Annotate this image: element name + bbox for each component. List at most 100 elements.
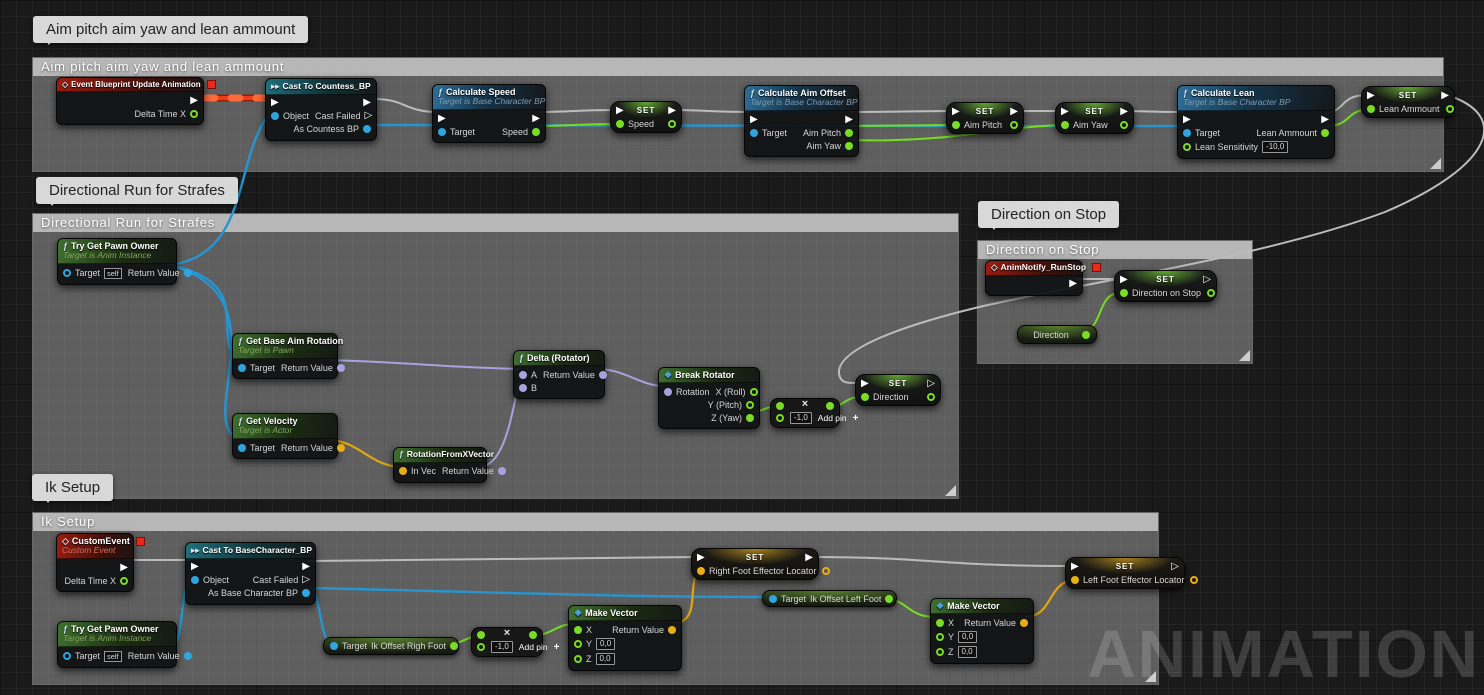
comment-title-ik[interactable]: Ik Setup <box>33 513 1158 531</box>
exec-out-pin[interactable]: ▶ <box>302 561 310 573</box>
return-value-pin[interactable] <box>598 370 607 379</box>
exec-out-pin[interactable]: ▷ <box>927 377 935 389</box>
exec-out-pin[interactable]: ▷ <box>1171 560 1179 572</box>
input-b-pin[interactable] <box>776 414 784 422</box>
multiply-value[interactable]: -1,0 <box>790 412 812 424</box>
lean-ammount-out-pin[interactable] <box>1321 128 1329 137</box>
speed-pin[interactable] <box>616 119 624 128</box>
node-set-right-foot-effector-locator[interactable]: ▶SET▶ Right Foot Effector Locator <box>691 548 831 580</box>
self-box[interactable]: self <box>104 650 122 662</box>
output-pin[interactable] <box>1207 288 1216 297</box>
exec-out-pin[interactable]: ▷ <box>1203 273 1211 285</box>
x-roll-pin[interactable] <box>749 387 758 396</box>
exec-in-pin[interactable]: ▶ <box>952 105 960 117</box>
exec-out-pin[interactable]: ▶ <box>1069 278 1077 290</box>
target-pin[interactable] <box>750 128 758 137</box>
as-countess-bp-pin[interactable] <box>363 125 371 134</box>
y-pitch-pin[interactable] <box>746 400 754 409</box>
target-pin[interactable] <box>438 127 446 136</box>
target-pin[interactable] <box>1183 128 1191 137</box>
node-animnotify-runstop[interactable]: ◇AnimNotify_RunStop ▶ <box>985 260 1102 296</box>
comment-box-stop[interactable]: Direction on Stop <box>977 240 1253 364</box>
exec-out-pin[interactable]: ▶ <box>532 112 540 124</box>
output-pin[interactable] <box>529 631 537 639</box>
node-set-direction-on-stop[interactable]: ▶SET▷ Direction on Stop <box>1114 270 1217 302</box>
exec-out-pin[interactable]: ▶ <box>805 551 813 563</box>
output-pin[interactable] <box>927 392 935 401</box>
direction-out-pin[interactable] <box>1081 330 1090 339</box>
target-pin[interactable] <box>238 363 246 372</box>
multiply-value[interactable]: -1,0 <box>491 641 513 653</box>
add-pin-label[interactable]: Add pin <box>817 413 847 423</box>
comment-title-run[interactable]: Directional Run for Strafes <box>33 214 958 232</box>
return-value-pin[interactable] <box>1020 618 1028 627</box>
add-pin-icon[interactable]: + <box>852 412 859 424</box>
speed-out-pin[interactable] <box>532 127 540 136</box>
rotation-pin[interactable] <box>664 387 672 396</box>
aim-pitch-out-pin[interactable] <box>845 128 853 137</box>
return-value-pin[interactable] <box>336 363 345 372</box>
output-pin[interactable] <box>1190 575 1199 584</box>
exec-in-pin[interactable]: ▶ <box>616 104 624 116</box>
add-pin-label[interactable]: Add pin <box>518 642 548 652</box>
z-yaw-pin[interactable] <box>746 413 754 422</box>
z-pin[interactable] <box>574 654 582 663</box>
object-pin[interactable] <box>191 576 199 585</box>
return-value-pin[interactable] <box>497 467 506 476</box>
return-value-pin[interactable] <box>668 625 676 634</box>
return-value-pin[interactable] <box>336 443 345 452</box>
node-set-speed[interactable]: ▶SET▶ Speed <box>610 101 682 133</box>
object-pin[interactable] <box>271 112 279 121</box>
a-pin[interactable] <box>519 370 527 379</box>
direction-on-stop-pin[interactable] <box>1120 288 1128 297</box>
exec-in-pin[interactable]: ▶ <box>1120 273 1128 285</box>
in-vec-pin[interactable] <box>399 467 407 476</box>
lean-sensitivity-value[interactable]: -10,0 <box>1262 140 1289 153</box>
node-custom-event[interactable]: ◇CustomEvent Custom Event ▶ Delta Time X <box>56 533 145 593</box>
exec-in-pin[interactable]: ▶ <box>1367 89 1375 101</box>
self-box[interactable]: self <box>104 267 122 279</box>
target-pin[interactable] <box>63 652 71 661</box>
aim-pitch-pin[interactable] <box>952 120 960 129</box>
exec-out-pin[interactable]: ▶ <box>120 561 128 573</box>
delta-time-pin[interactable] <box>190 109 198 118</box>
z-pin[interactable] <box>936 647 944 656</box>
right-foot-effector-locator-pin[interactable] <box>697 566 705 575</box>
comment-title-stop[interactable]: Direction on Stop <box>978 241 1252 259</box>
z-value[interactable]: 0,0 <box>957 645 977 658</box>
y-value[interactable]: 0,0 <box>596 637 616 650</box>
z-value[interactable]: 0,0 <box>595 652 615 665</box>
output-pin[interactable] <box>1010 120 1018 129</box>
return-value-pin[interactable] <box>183 269 192 278</box>
node-get-direction[interactable]: Direction <box>1017 325 1097 344</box>
exec-in-pin[interactable]: ▶ <box>271 97 279 109</box>
exec-out-pin[interactable]: ▶ <box>363 97 371 109</box>
exec-in-pin[interactable]: ▶ <box>438 112 446 124</box>
value-out-pin[interactable] <box>885 594 894 603</box>
comment-title-aim[interactable]: Aim pitch aim yaw and lean ammount <box>33 58 1443 76</box>
exec-out-pin[interactable]: ▶ <box>1321 113 1329 125</box>
y-value[interactable]: 0,0 <box>958 630 978 643</box>
exec-out-pin[interactable]: ▶ <box>1120 105 1128 117</box>
input-a-pin[interactable] <box>776 402 784 410</box>
exec-out-pin[interactable]: ▶ <box>1441 89 1449 101</box>
delta-time-pin[interactable] <box>120 576 128 585</box>
as-base-character-bp-pin[interactable] <box>302 589 310 598</box>
target-pin[interactable] <box>63 269 71 278</box>
aim-yaw-out-pin[interactable] <box>845 141 853 150</box>
add-pin-icon[interactable]: + <box>553 641 560 653</box>
target-pin[interactable] <box>330 642 338 650</box>
lean-sensitivity-pin[interactable] <box>1183 142 1191 151</box>
left-foot-effector-locator-pin[interactable] <box>1071 575 1079 584</box>
node-set-aim-pitch[interactable]: ▶SET▶ Aim Pitch <box>946 102 1024 134</box>
